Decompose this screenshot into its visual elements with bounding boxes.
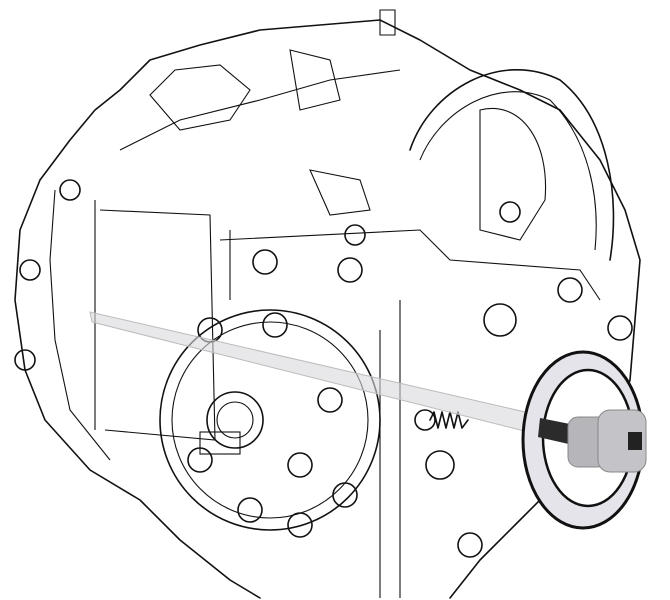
detail-ring bbox=[521, 350, 647, 530]
bolt-icon bbox=[457, 532, 483, 558]
bolt-icon bbox=[557, 277, 583, 303]
bolt-icon bbox=[14, 349, 36, 371]
output-flange bbox=[159, 309, 381, 531]
bolt-icon bbox=[262, 312, 288, 338]
hex-bit-icon bbox=[538, 418, 575, 445]
bolt-icon bbox=[499, 201, 521, 223]
bolt-icon bbox=[607, 315, 633, 341]
threaded-plug bbox=[414, 409, 469, 431]
bolt-icon bbox=[287, 512, 313, 538]
bolt-icon bbox=[344, 224, 366, 246]
socket-icon bbox=[567, 409, 647, 473]
bolt-icon bbox=[425, 450, 455, 480]
bolt-icon bbox=[237, 497, 263, 523]
bolt-icon bbox=[337, 257, 363, 283]
bolt-icon bbox=[287, 452, 313, 478]
bolt-icon bbox=[59, 179, 81, 201]
bolt-icon bbox=[332, 482, 358, 508]
bolt-icon bbox=[187, 447, 213, 473]
bolt-icon bbox=[19, 259, 41, 281]
bolt-icon bbox=[317, 387, 343, 413]
bolt-icon bbox=[252, 249, 278, 275]
bolt-icon bbox=[483, 303, 517, 337]
bolts bbox=[14, 179, 633, 558]
